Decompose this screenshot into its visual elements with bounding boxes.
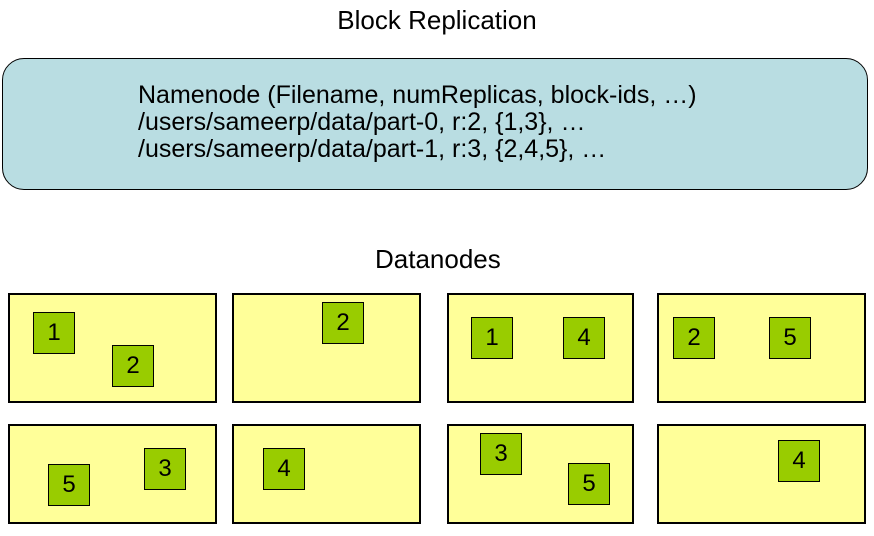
block-square-3: 3 xyxy=(144,448,186,490)
block-square-5: 5 xyxy=(568,463,610,505)
datanodes-section-label: Datanodes xyxy=(375,244,501,274)
block-square-2: 2 xyxy=(673,317,715,359)
namenode-box: Namenode (Filename, numReplicas, block-i… xyxy=(2,58,868,190)
block-square-2: 2 xyxy=(112,345,154,387)
block-square-2: 2 xyxy=(322,302,364,344)
datanode-box-8: 4 xyxy=(657,424,866,524)
block-square-4: 4 xyxy=(778,440,820,482)
block-square-1: 1 xyxy=(33,312,75,354)
page-title: Block Replication xyxy=(337,5,537,35)
block-square-4: 4 xyxy=(263,448,305,490)
namenode-file-entry-part1: /users/sameerp/data/part-1, r:3, {2,4,5}… xyxy=(138,135,607,163)
block-square-5: 5 xyxy=(769,317,811,359)
datanode-box-2: 2 xyxy=(232,293,421,403)
datanode-box-6: 4 xyxy=(232,424,421,524)
block-square-1: 1 xyxy=(471,317,513,359)
block-square-3: 3 xyxy=(480,433,522,475)
namenode-file-entry-part0: /users/sameerp/data/part-0, r:2, {1,3}, … xyxy=(138,108,586,136)
block-square-4: 4 xyxy=(563,317,605,359)
namenode-header-line: Namenode (Filename, numReplicas, block-i… xyxy=(138,81,697,109)
block-square-5: 5 xyxy=(48,464,90,506)
